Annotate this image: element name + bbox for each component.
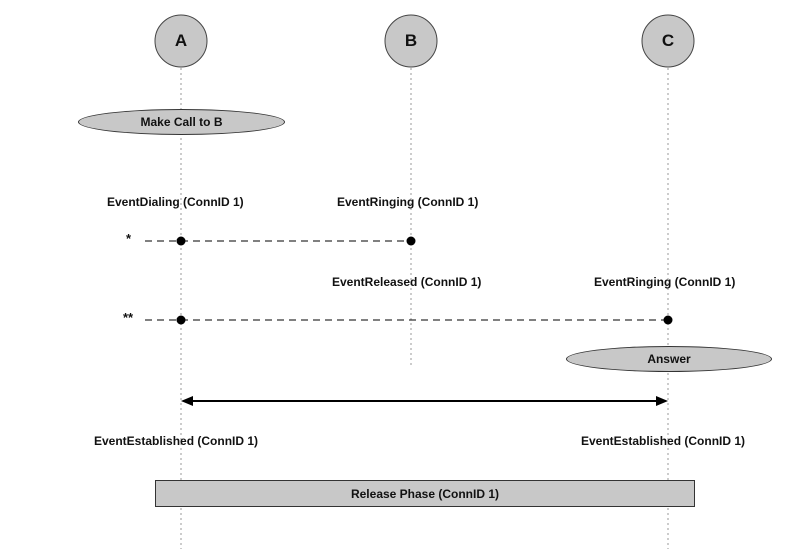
party-node-a: [154, 14, 208, 68]
message-dot-b: [406, 236, 416, 246]
make-call-action: Make Call to B: [78, 109, 285, 135]
event-ringing-c: EventRinging (ConnID 1): [594, 275, 736, 289]
marker-single: *: [126, 231, 132, 246]
party-node-b: [384, 14, 438, 68]
party-label-a: A: [174, 31, 188, 50]
answer-action: Answer: [566, 346, 772, 372]
event-established-c: EventEstablished (ConnID 1): [581, 434, 746, 448]
party-label-b: B: [404, 31, 418, 50]
release-phase-bar: Release Phase (ConnID 1): [155, 480, 695, 507]
event-released-b: EventReleased (ConnID 1): [332, 275, 482, 289]
event-established-a: EventEstablished (ConnID 1): [94, 434, 259, 448]
event-dialing-a: EventDialing (ConnID 1): [107, 195, 244, 209]
arrowhead-left: [181, 396, 193, 406]
message-dot-a1: [176, 236, 186, 246]
marker-double: **: [123, 310, 134, 325]
party-label-c: C: [661, 31, 675, 50]
arrowhead-right: [656, 396, 668, 406]
event-ringing-b: EventRinging (ConnID 1): [337, 195, 479, 209]
message-dot-c: [663, 315, 673, 325]
message-dot-a2: [176, 315, 186, 325]
party-node-c: [641, 14, 695, 68]
